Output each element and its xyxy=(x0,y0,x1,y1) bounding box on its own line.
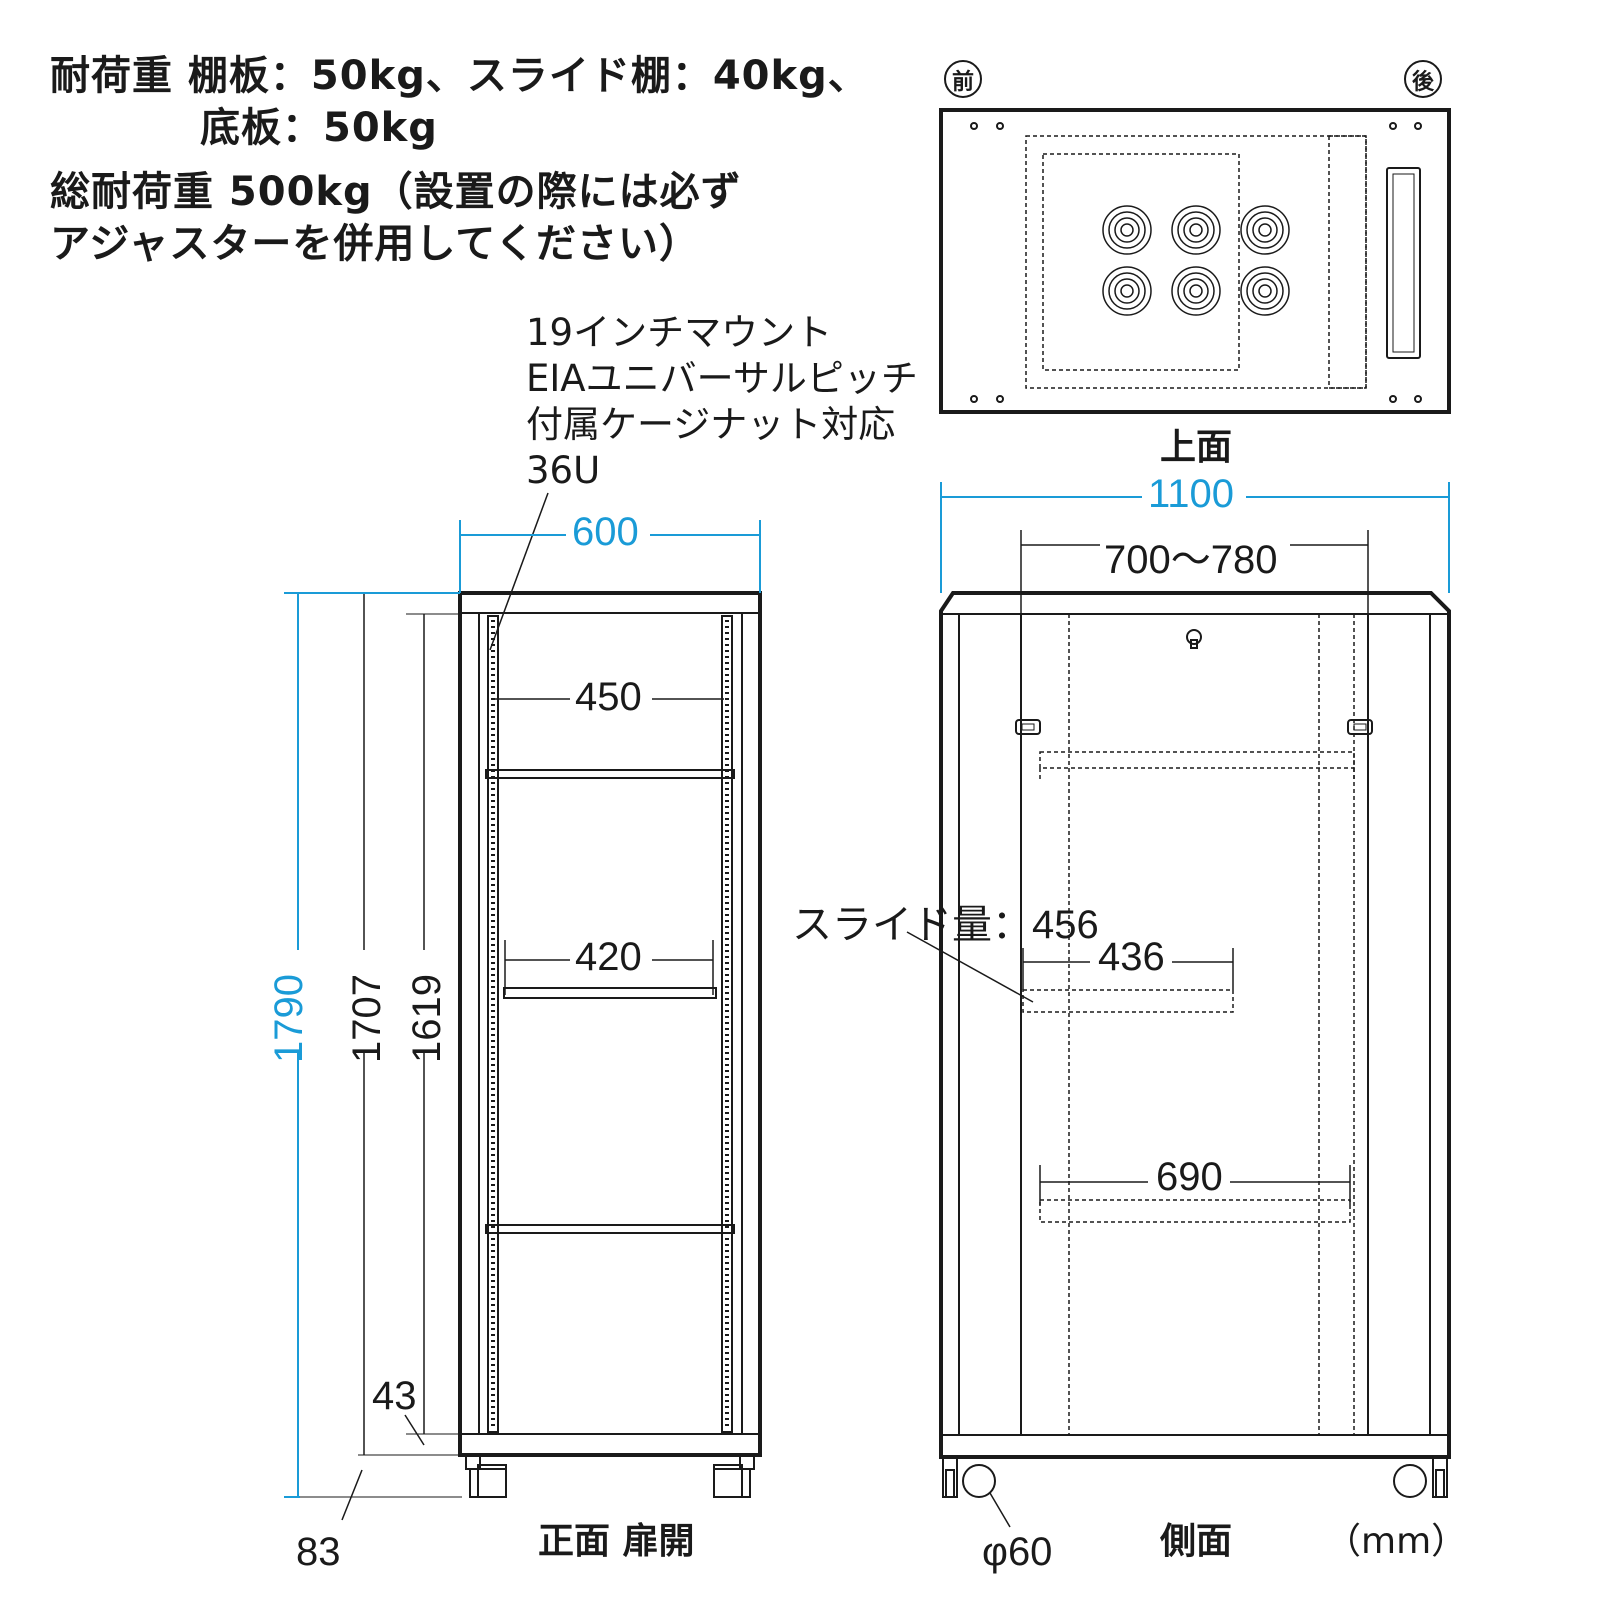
spec-line-3: 総耐荷重 500kg（設置の際には必ず xyxy=(50,169,742,215)
slide-amount-label: スライド量：456 xyxy=(792,903,1099,947)
top-view: 前 後 xyxy=(939,60,1451,414)
hinge-right xyxy=(1347,719,1373,735)
side-view-caption: 側面 xyxy=(1160,1521,1233,1562)
lock-icon xyxy=(1186,629,1202,645)
side-view xyxy=(906,530,1451,1528)
front-marker-circle xyxy=(944,60,982,98)
side-slide-shelf xyxy=(1022,989,1234,1013)
side-outer-body xyxy=(939,591,1451,1459)
left-mount-rail xyxy=(487,615,499,1433)
dim-base-43: 43 xyxy=(372,1374,417,1418)
unit-label: （mm） xyxy=(1325,1521,1468,1562)
mount-note-line-3: 付属ケージナット対応 xyxy=(526,403,896,446)
front-outer-body xyxy=(458,591,762,1457)
mount-note-line-1: 19インチマウント xyxy=(526,311,833,354)
cable-slot xyxy=(1386,167,1421,359)
mount-note-line-4: 36U xyxy=(526,449,601,492)
side-bottom-shelf xyxy=(1039,1199,1351,1223)
dim-mount-range: 700〜780 xyxy=(1104,538,1278,582)
right-mount-rail xyxy=(721,615,733,1433)
rear-marker-circle xyxy=(1404,60,1442,98)
dim-base-83: 83 xyxy=(296,1530,341,1574)
rear-marker-label: 後 xyxy=(1412,69,1435,95)
spec-line-4: アジャスターを併用してください） xyxy=(50,221,700,267)
front-shelf-top xyxy=(485,769,735,779)
dim-inner-420: 420 xyxy=(575,935,642,979)
dim-shelf-436: 436 xyxy=(1098,935,1165,979)
spec-line-1: 耐荷重 棚板：50kg、スライド棚：40kg、 xyxy=(50,53,869,99)
dim-depth-1100: 1100 xyxy=(1148,472,1235,516)
spec-line-2: 底板：50kg xyxy=(200,105,438,151)
front-slide-shelf xyxy=(503,987,717,999)
front-view-caption: 正面 扉開 xyxy=(538,1521,695,1562)
front-marker-label: 前 xyxy=(952,69,974,95)
fan-group xyxy=(1102,205,1290,316)
dim-shelf-690: 690 xyxy=(1156,1155,1223,1199)
dim-inner-450: 450 xyxy=(575,675,642,719)
hinge-left xyxy=(1015,719,1041,735)
mount-note-line-2: EIAユニバーサルピッチ xyxy=(526,357,918,400)
top-outline xyxy=(939,108,1451,414)
front-shelf-bottom xyxy=(485,1224,735,1234)
top-view-caption: 上面 xyxy=(1160,427,1233,468)
front-view xyxy=(300,492,762,1521)
dim-caster-60: φ60 xyxy=(982,1530,1053,1574)
side-casters xyxy=(942,1456,1448,1498)
front-feet xyxy=(465,1454,755,1498)
dim-width-600: 600 xyxy=(572,510,639,554)
